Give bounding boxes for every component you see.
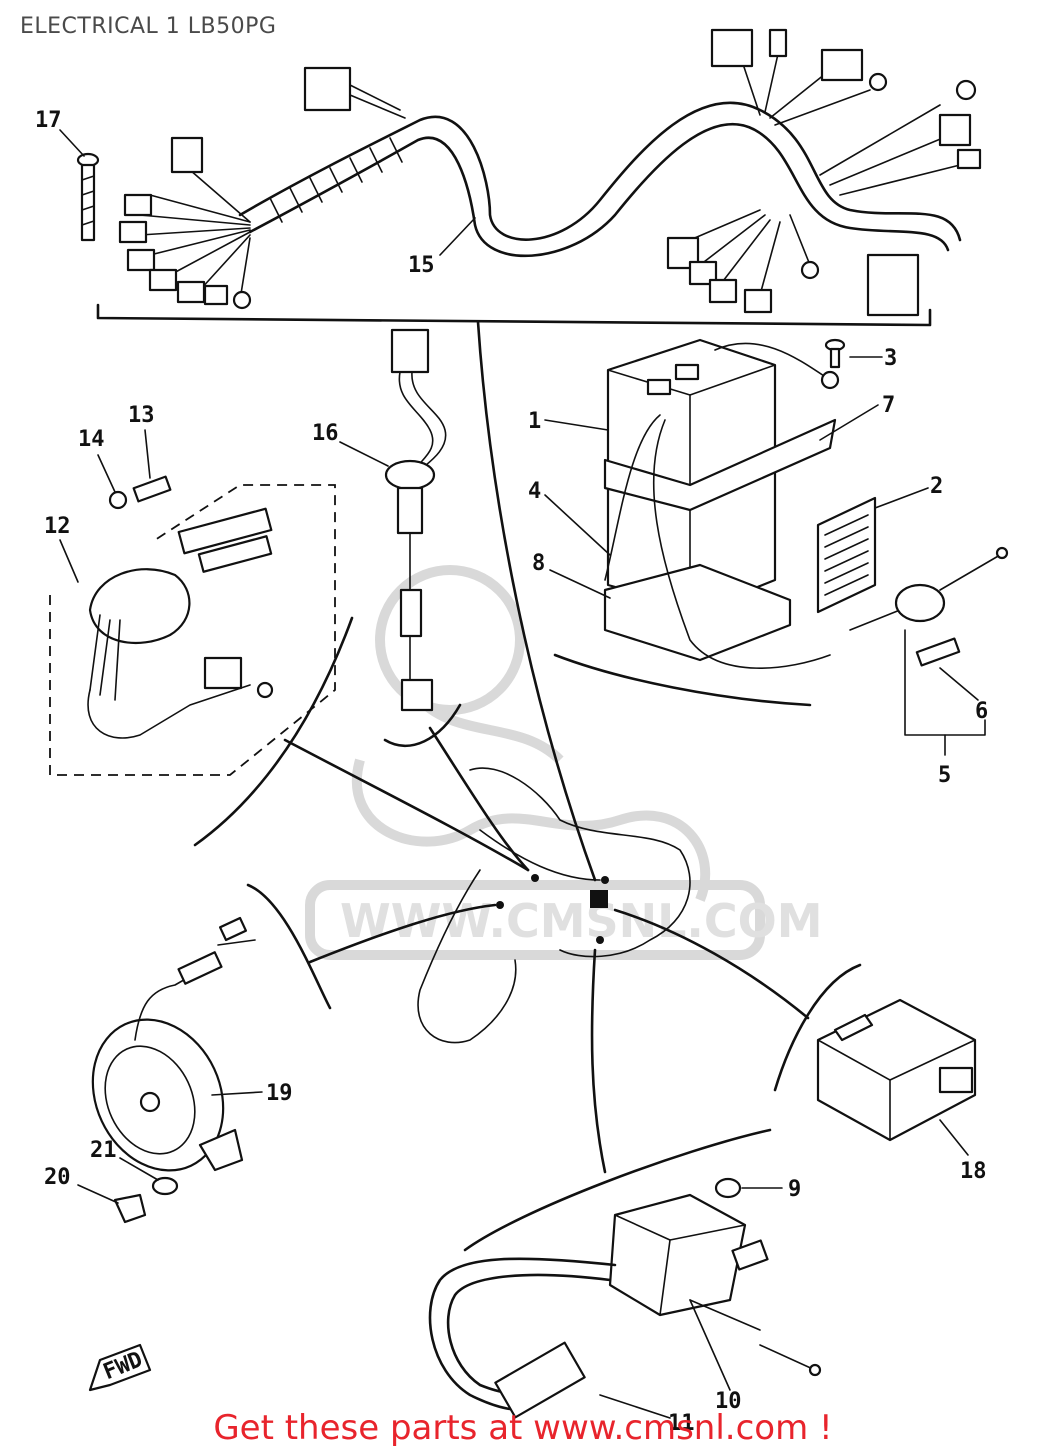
frame-sketch (417, 767, 691, 1044)
callout-5: 5 (938, 763, 951, 788)
wire-harness (96, 28, 982, 327)
callout-12: 12 (44, 514, 71, 539)
callout-6: 6 (975, 699, 988, 724)
watermark: WWW.CMSNL.COM (305, 565, 823, 960)
connector-16 (339, 328, 530, 872)
ignition-coil (428, 948, 822, 1419)
horn (77, 883, 497, 1224)
callout-18: 18 (960, 1159, 987, 1184)
screw-17 (59, 129, 100, 242)
callout-14: 14 (78, 427, 105, 452)
callout-21: 21 (90, 1138, 117, 1163)
callout-4: 4 (528, 479, 541, 504)
callout-17: 17 (35, 108, 62, 133)
callout-13: 13 (128, 403, 155, 428)
callout-labels: 1 2 3 4 5 6 7 8 9 10 11 12 13 14 15 16 1… (35, 108, 988, 1436)
callout-20: 20 (44, 1165, 71, 1190)
callout-8: 8 (532, 551, 545, 576)
fwd-arrow-icon: FWD (88, 1343, 152, 1392)
leader-harness (476, 320, 597, 882)
cdi-unit (613, 908, 977, 1156)
callout-10: 10 (715, 1389, 742, 1414)
page-title: ELECTRICAL 1 LB50PG (20, 14, 277, 39)
battery-assembly (544, 338, 929, 707)
callout-2: 2 (930, 474, 943, 499)
leader-15 (439, 217, 476, 256)
callout-9: 9 (788, 1177, 801, 1202)
callout-19: 19 (266, 1081, 293, 1106)
watermark-text: WWW.CMSNL.COM (340, 894, 823, 948)
callout-7: 7 (882, 393, 895, 418)
promo-banner[interactable]: Get these parts at www.cmsnl.com ! (213, 1408, 833, 1448)
callout-15: 15 (408, 253, 435, 278)
callout-16: 16 (312, 421, 339, 446)
fuse-holder (849, 546, 1009, 756)
main-switch (49, 429, 530, 872)
callout-1: 1 (528, 409, 541, 434)
callout-11: 11 (668, 1411, 695, 1436)
callout-3: 3 (884, 346, 897, 371)
